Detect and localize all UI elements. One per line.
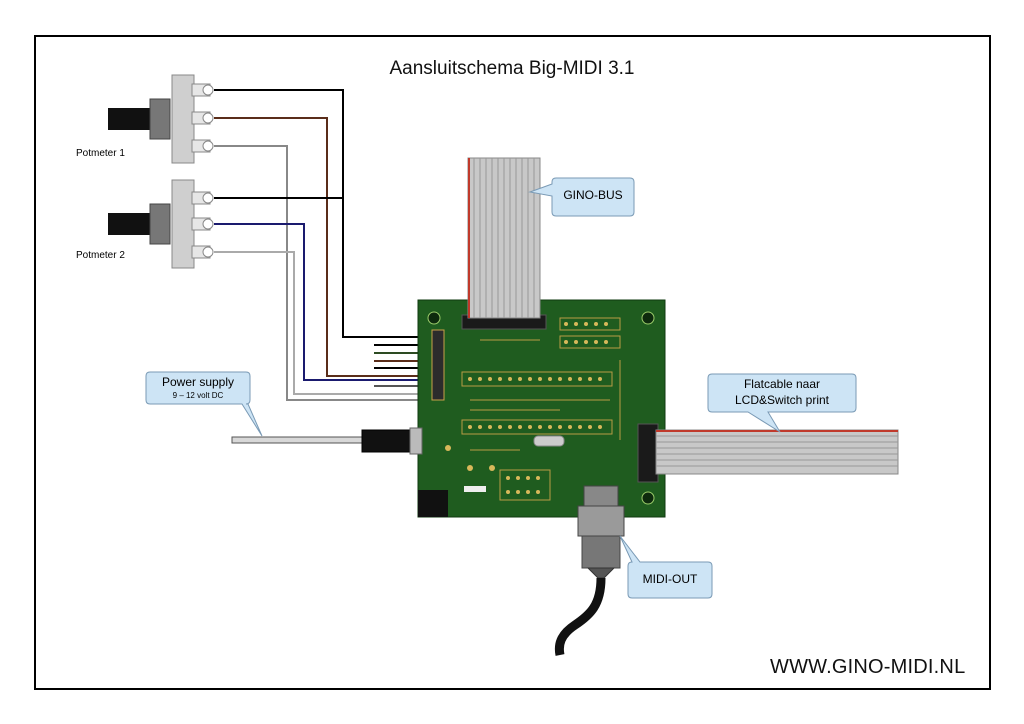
power-supply-voltage-label: 9 – 12 volt DC xyxy=(172,391,224,400)
potmeter-wires xyxy=(214,89,440,401)
flatcable-ribbon xyxy=(655,429,899,475)
potmeter-2-label: Potmeter 2 xyxy=(76,250,125,261)
potmeter-2-terminals xyxy=(191,191,214,259)
flatcable-label-line2: LCD&Switch print xyxy=(734,393,830,407)
midi-out-label: MIDI-OUT xyxy=(642,572,698,586)
diagram-title: Aansluitschema Big-MIDI 3.1 xyxy=(389,58,635,79)
callout-flatcable xyxy=(707,373,857,433)
callout-midi-out xyxy=(619,535,713,599)
gino-bus-ribbon xyxy=(467,157,541,319)
potmeter-2-bushing xyxy=(149,203,171,245)
power-supply-label: Power supply xyxy=(161,375,235,389)
power-plug xyxy=(231,427,423,455)
midi-out-connector xyxy=(554,485,625,656)
potmeter-1-body xyxy=(171,74,195,164)
diagram-frame xyxy=(34,35,991,690)
potmeter-1 xyxy=(108,74,214,164)
pcb-board xyxy=(417,299,666,518)
potmeter-2-shaft xyxy=(108,213,154,235)
potmeter-1-shaft xyxy=(108,108,154,130)
pcb-header-left xyxy=(431,329,445,401)
potmeter-1-label: Potmeter 1 xyxy=(76,148,125,159)
potmeter-1-bushing xyxy=(149,98,171,140)
gino-bus-label: GINO-BUS xyxy=(563,188,623,202)
flatcable-label-line1: Flatcable naar xyxy=(743,377,821,391)
pcb-header-right xyxy=(637,423,659,483)
callout-gino-bus xyxy=(528,177,635,217)
potmeter-2-body xyxy=(171,179,195,269)
website-url: WWW.GINO-MIDI.NL xyxy=(770,656,966,678)
potmeter-1-terminals xyxy=(191,83,214,153)
callout-power-supply xyxy=(145,371,263,437)
potmeter-2 xyxy=(108,179,214,269)
pcb xyxy=(417,299,666,518)
